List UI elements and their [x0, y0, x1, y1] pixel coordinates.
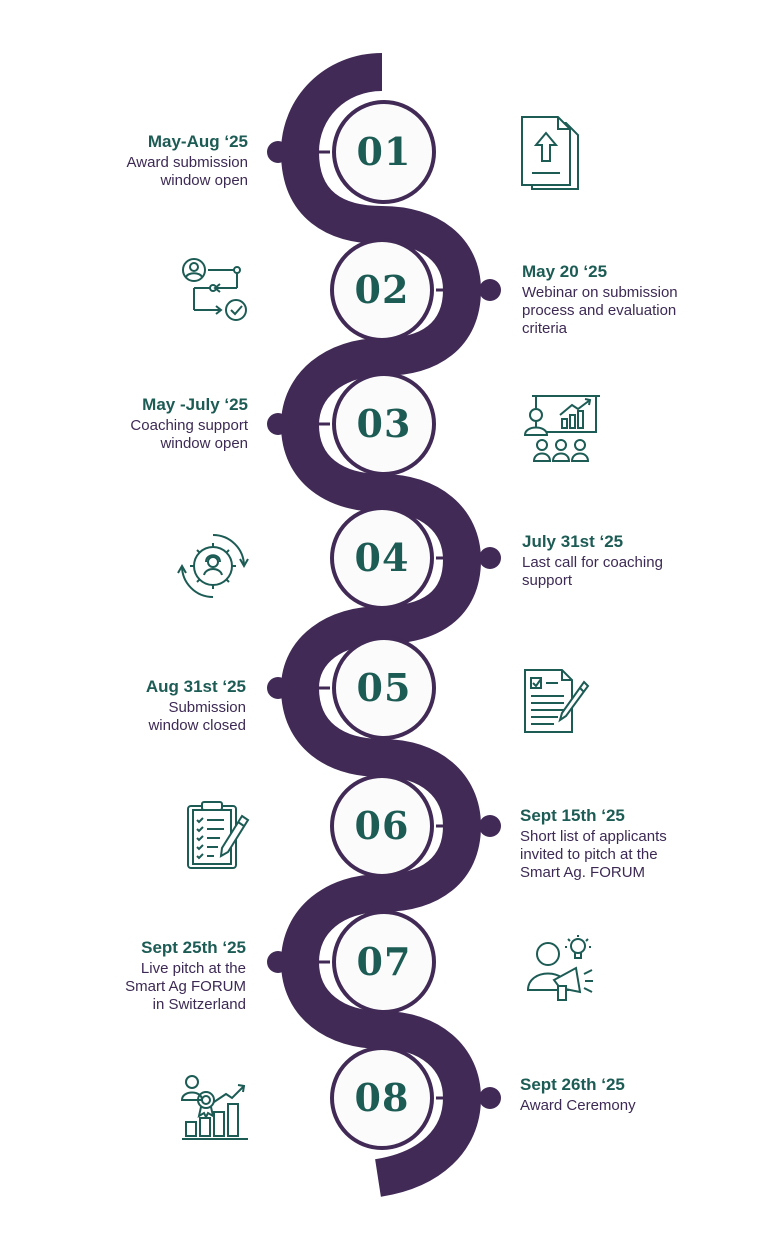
step-desc-line: window open: [160, 435, 248, 452]
step-number: 02: [355, 267, 410, 312]
step-desc-line: Webinar on submission: [522, 284, 678, 301]
number-circle: [332, 372, 436, 476]
step-number: 08: [355, 1075, 410, 1120]
step-01-label: May-Aug ‘25 Award submission window open: [127, 132, 248, 190]
step-desc-line: support: [522, 572, 573, 589]
step-desc-line: window closed: [148, 717, 246, 734]
step-number: 07: [357, 939, 412, 984]
document-upload-icon: [518, 115, 584, 193]
step-number: 06: [355, 803, 410, 848]
number-circle: [330, 1046, 434, 1150]
connector-dot: [267, 141, 289, 163]
connector-dot: [479, 1087, 501, 1109]
step-03-label: May -July ‘25 Coaching support window op…: [130, 395, 248, 453]
step-05-label: Aug 31st ‘25 Submission window closed: [146, 677, 246, 735]
clipboard-checklist-icon: [184, 800, 252, 870]
step-number: 05: [357, 665, 412, 710]
step-date: Sept 15th ‘25: [520, 806, 625, 825]
workflow-process-icon: [180, 258, 252, 326]
step-desc-line: Award submission: [126, 154, 248, 171]
award-growth-icon: [180, 1072, 252, 1142]
number-circle: [330, 774, 434, 878]
spine-path: [280, 53, 482, 1197]
step-06-label: Sept 15th ‘25 Short list of applicants i…: [520, 806, 667, 882]
connectors: [267, 141, 501, 1109]
step-desc-line: Submission: [168, 699, 246, 716]
connector-dot: [479, 815, 501, 837]
step-desc-line: Last call for coaching: [522, 554, 663, 571]
step-02-label: May 20 ‘25 Webinar on submission process…: [522, 262, 678, 338]
connector-dot: [267, 413, 289, 435]
step-date: May-Aug ‘25: [147, 132, 248, 151]
document-pen-icon: [522, 668, 592, 736]
connector-dot: [479, 547, 501, 569]
step-date: May 20 ‘25: [522, 262, 608, 281]
step-desc-line: Short list of applicants: [520, 828, 667, 845]
step-desc-line: Smart Ag. FORUM: [520, 864, 646, 881]
step-04-label: July 31st ‘25 Last call for coaching sup…: [522, 532, 663, 590]
number-circle: [332, 636, 436, 740]
connector-dot: [267, 951, 289, 973]
step-number: 04: [355, 535, 410, 580]
step-desc-line: window open: [160, 172, 248, 189]
step-07-label: Sept 25th ‘25 Live pitch at the Smart Ag…: [125, 938, 246, 1014]
number-circle: [332, 910, 436, 1014]
step-desc-line: in Switzerland: [152, 996, 246, 1013]
step-desc-line: criteria: [522, 320, 568, 337]
number-circle: [330, 506, 434, 610]
step-desc-line: Award Ceremony: [520, 1097, 636, 1114]
step-number: 01: [357, 129, 412, 174]
connector-dot: [479, 279, 501, 301]
presentation-audience-icon: [522, 393, 600, 465]
connector-dot: [267, 677, 289, 699]
step-desc-line: Smart Ag FORUM: [125, 978, 246, 995]
gear-support-icon: [176, 529, 250, 603]
number-circle: [332, 100, 436, 204]
speaker-megaphone-icon: [524, 934, 596, 1006]
step-desc-line: invited to pitch at the: [520, 846, 658, 863]
step-date: May -July ‘25: [142, 395, 248, 414]
step-date: Sept 26th ‘25: [520, 1075, 625, 1094]
number-circle: [330, 238, 434, 342]
step-date: Sept 25th ‘25: [141, 938, 246, 957]
step-08-label: Sept 26th ‘25 Award Ceremony: [520, 1075, 636, 1115]
step-date: Aug 31st ‘25: [145, 677, 246, 696]
number-circles: 01 02 03 04 05 06 07 08: [330, 100, 436, 1150]
step-number: 03: [357, 401, 412, 446]
step-desc-line: process and evaluation: [522, 302, 677, 319]
step-desc-line: Live pitch at the: [140, 960, 246, 977]
step-desc-line: Coaching support: [130, 417, 248, 434]
step-date: July 31st ‘25: [522, 532, 624, 551]
